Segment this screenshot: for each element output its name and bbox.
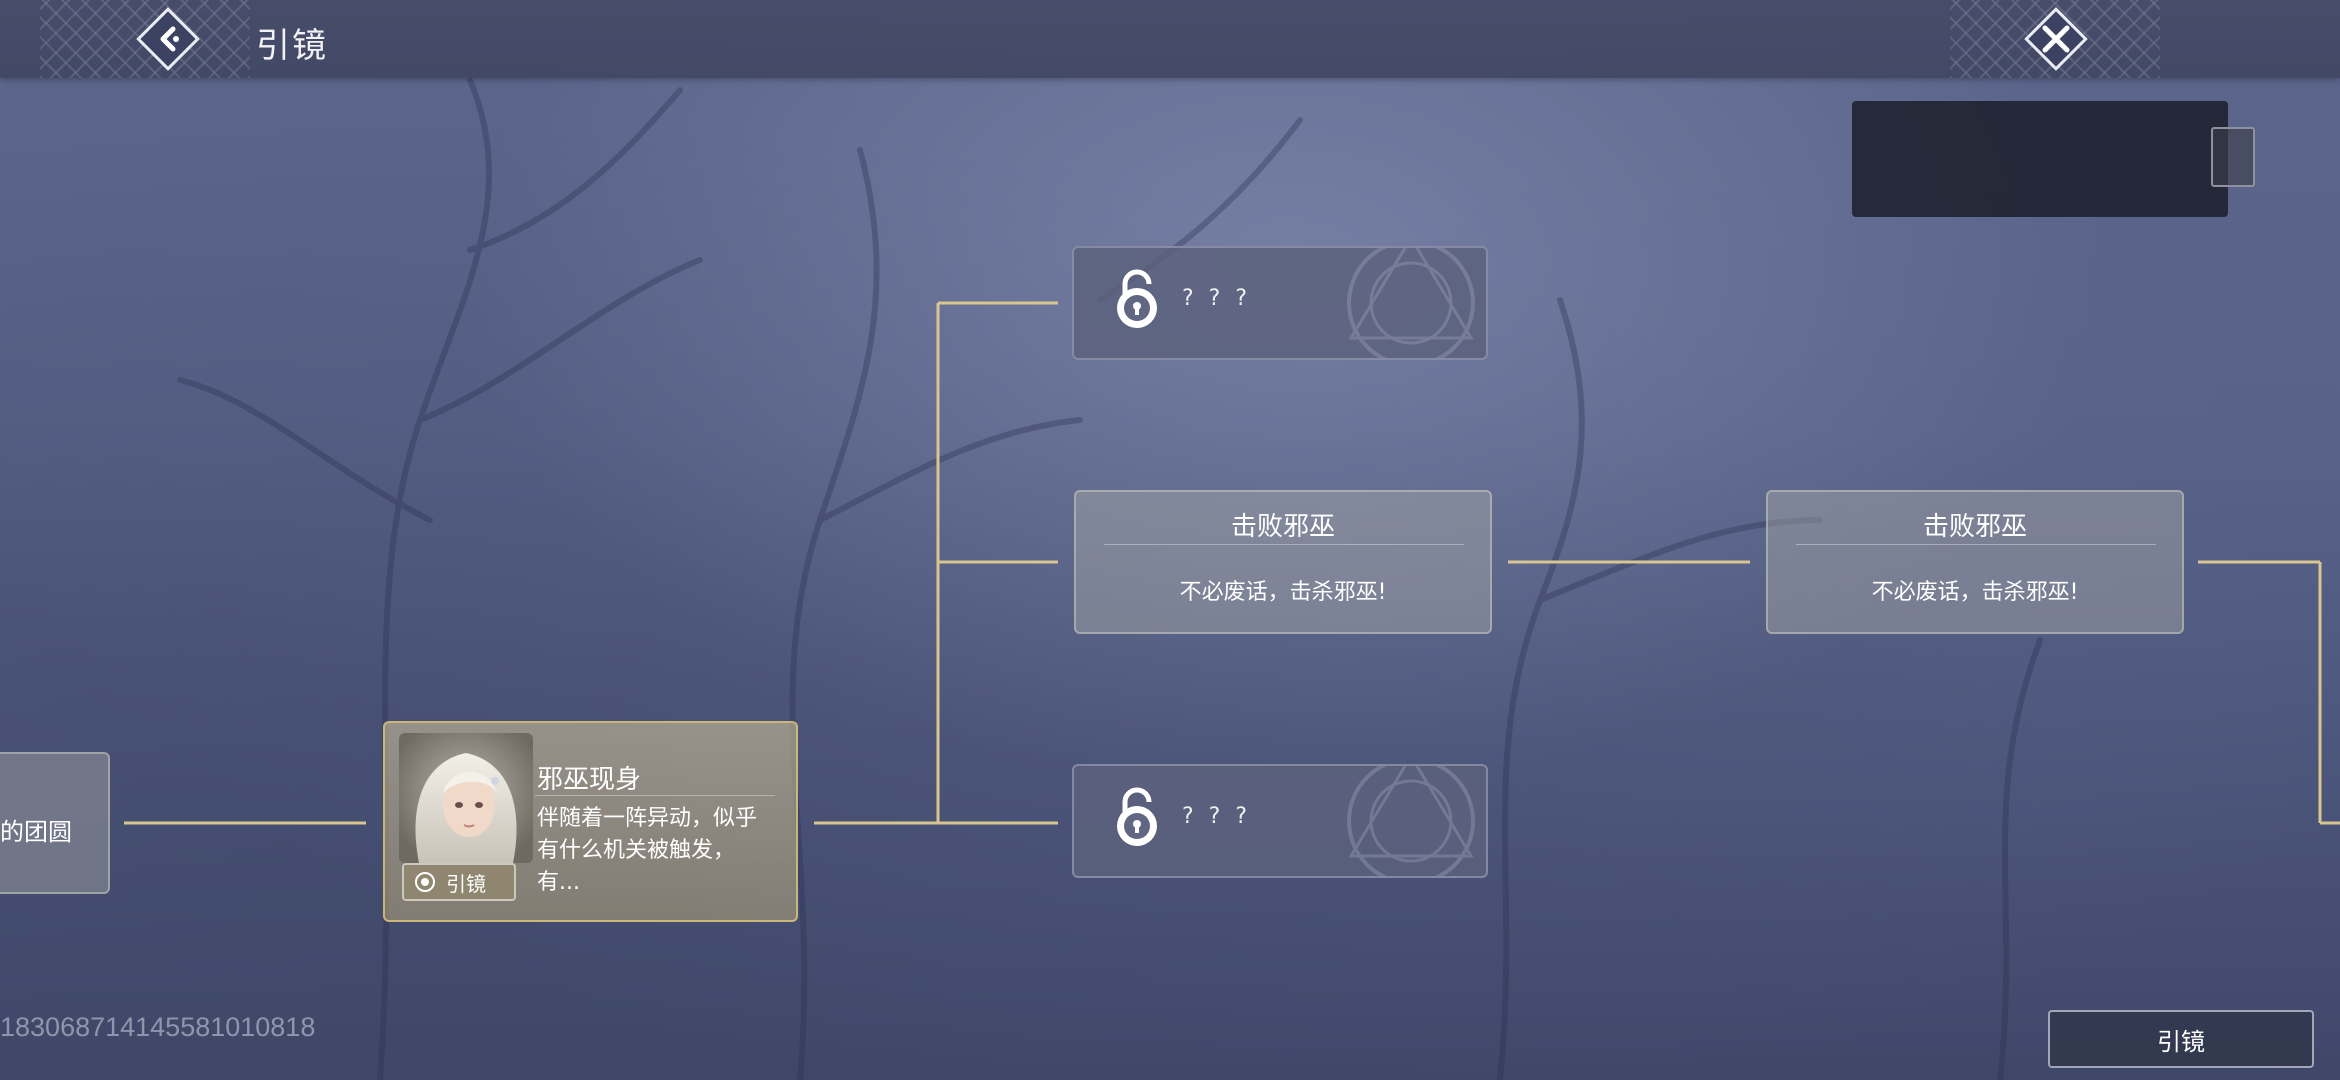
gear-icon <box>415 872 435 892</box>
node-previous[interactable] <box>0 752 110 894</box>
mirror-button[interactable]: 引镜 <box>2048 1010 2314 1068</box>
close-button[interactable] <box>2018 2 2094 76</box>
lock-icon <box>1117 269 1157 328</box>
node-locked-bottom[interactable]: ? ? ? <box>1072 764 1488 878</box>
lock-icon <box>1117 787 1157 846</box>
back-diamond-icon <box>136 7 200 71</box>
top-bar: 引镜 <box>0 0 2340 78</box>
page-title: 引镜 <box>256 26 328 66</box>
character-portrait <box>399 733 533 863</box>
node-next[interactable]: 击败邪巫 不必废话，击杀邪巫! <box>1766 490 2184 634</box>
locked-label: ? ? ? <box>1182 804 1252 829</box>
badge-label: 引镜 <box>446 871 486 896</box>
close-cross-icon <box>2024 7 2088 71</box>
node-divider <box>1104 544 1464 545</box>
node-title: 邪巫现身 <box>537 765 642 795</box>
node-locked-top[interactable]: ? ? ? <box>1072 246 1488 360</box>
node-current[interactable]: 引镜 邪巫现身 伴随着一阵异动，似乎有什么机关被触发，有... <box>383 721 798 922</box>
emblem-watermark <box>1347 248 1475 358</box>
node-divider <box>1796 544 2156 545</box>
mirror-badge[interactable]: 引镜 <box>402 863 516 901</box>
node-description: 不必废话，击杀邪巫! <box>1871 580 2079 605</box>
panel-toggle[interactable] <box>2211 127 2255 187</box>
back-button[interactable] <box>128 4 208 74</box>
node-title: 击败邪巫 <box>1922 512 2027 542</box>
node-description: 不必废话，击杀邪巫! <box>1179 580 1387 605</box>
info-panel <box>1852 101 2228 217</box>
user-id: 18306871414558101081​8 <box>0 1012 316 1042</box>
locked-label: ? ? ? <box>1182 286 1252 311</box>
emblem-watermark <box>1347 766 1475 876</box>
node-description: 伴随着一阵异动，似乎有什么机关被触发，有... <box>537 806 758 895</box>
node-title: 击败邪巫 <box>1230 512 1335 542</box>
node-divider <box>535 795 775 796</box>
node-branch-middle[interactable]: 击败邪巫 不必废话，击杀邪巫! <box>1074 490 1492 634</box>
node-previous-label: 的团圆 <box>0 818 72 846</box>
